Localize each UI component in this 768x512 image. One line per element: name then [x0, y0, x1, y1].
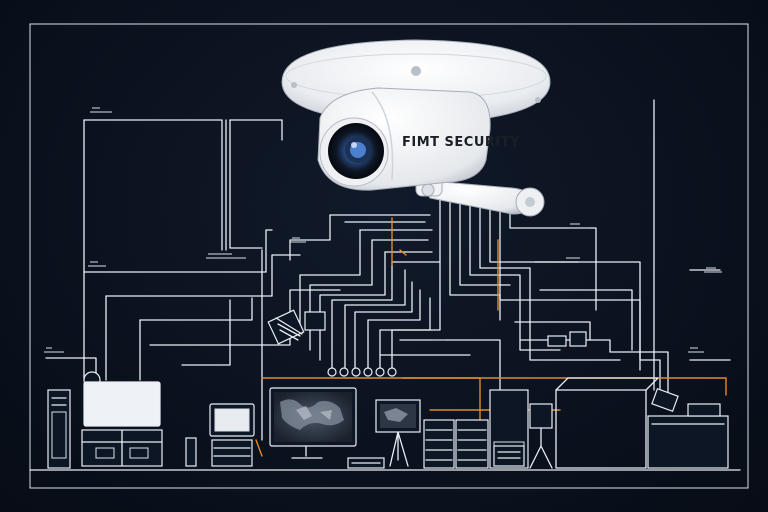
printer-icon [493, 445, 525, 467]
diagram-border [29, 23, 749, 489]
connector-cluster [83, 309, 679, 413]
monitor-icon [269, 387, 385, 469]
display-stand-icon [375, 399, 421, 467]
left-wiring [45, 119, 341, 441]
security-camera-icon: FIMT SECURITY [281, 39, 551, 217]
central-wire-bus [289, 99, 731, 401]
tv-icon [81, 381, 163, 467]
equipment-stand-icon [529, 403, 553, 469]
camera-brand-label: FIMT SECURITY [402, 135, 520, 150]
desktop-computer-icon [185, 403, 255, 467]
accent-wires [255, 217, 727, 457]
tower-speaker-icon [47, 389, 71, 469]
label-marks [44, 107, 722, 353]
cabinet-icon [555, 377, 729, 469]
